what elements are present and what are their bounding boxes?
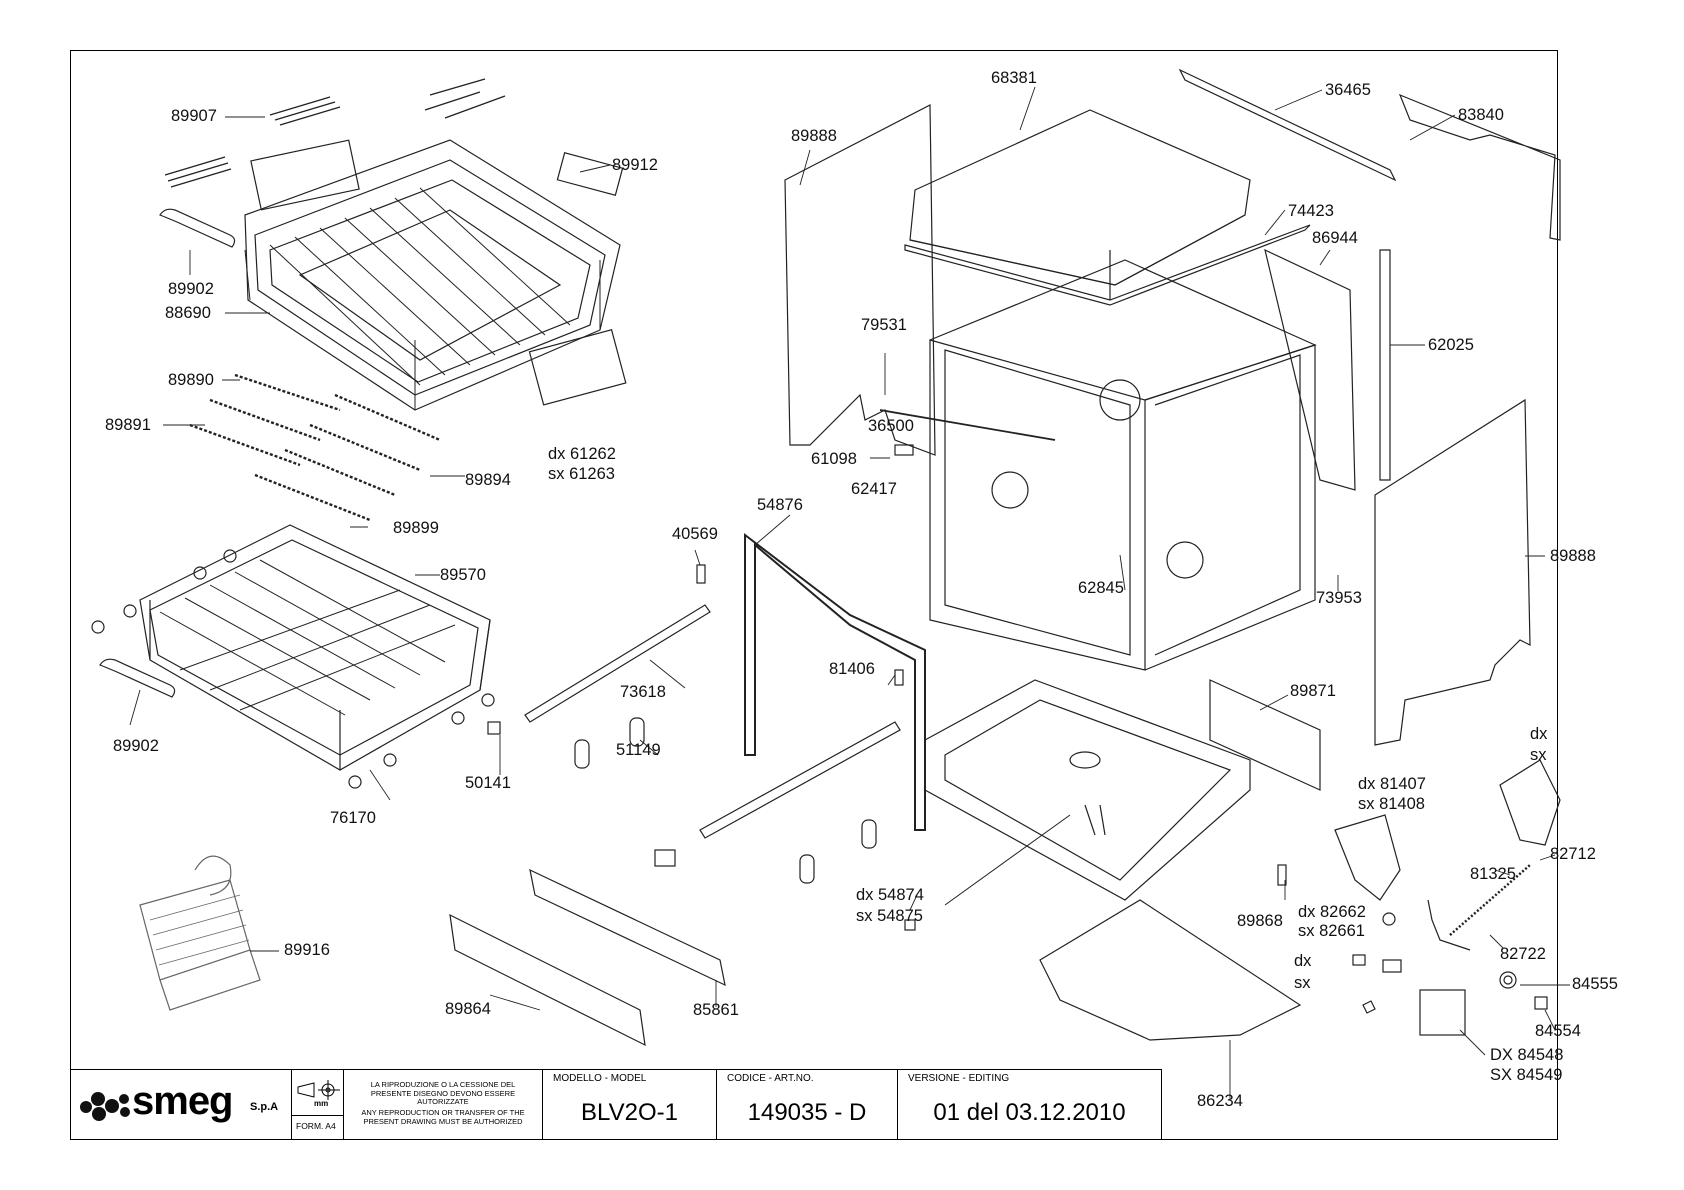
part-label-89871: 89871 (1290, 682, 1336, 700)
code-cell: CODICE - ART.NO. 149035 - D (717, 1069, 898, 1140)
part-label-76170: 76170 (330, 809, 376, 827)
rack-strips-drawing (189, 373, 441, 522)
model-cell: MODELLO - MODEL BLV2O-1 (543, 1069, 717, 1140)
smeg-logo-dots (80, 1092, 130, 1121)
part-label-68381: 68381 (991, 69, 1037, 87)
legal-notice-it: LA RIPRODUZIONE O LA CESSIONE DEL PRESEN… (370, 1080, 516, 1107)
projection-cell: mm FORM. A4 (292, 1069, 344, 1140)
cutlery-basket-drawing (139, 855, 261, 1011)
part-label-89868: 89868 (1237, 912, 1283, 930)
tub-drawing (879, 259, 1317, 671)
part-label-61263: sx 61263 (548, 465, 615, 483)
part-label-89902: 89902 (168, 280, 214, 298)
side-panels-drawing (784, 68, 1561, 746)
part-label-88690: 88690 (165, 304, 211, 322)
part-label-62417: 62417 (851, 480, 897, 498)
smeg-logo: smeg (132, 1079, 233, 1123)
brand-suffix: S.p.A (250, 1101, 279, 1113)
logo-cell: smeg S.p.A (70, 1069, 292, 1140)
part-label-89891: 89891 (105, 416, 151, 434)
hinges-drawing (1277, 759, 1561, 1036)
version-value: 01 del 03.12.2010 (933, 1099, 1126, 1126)
part-label-sx-clip: sx (1294, 974, 1311, 992)
part-label-82712: 82712 (1550, 845, 1596, 863)
part-label-89916: 89916 (284, 941, 330, 959)
part-label-89912: 89912 (612, 156, 658, 174)
projection-symbol-icon (297, 1080, 340, 1100)
version-cell: VERSIONE - EDITING 01 del 03.12.2010 (898, 1069, 1162, 1140)
legal-notice-cell: LA RIPRODUZIONE O LA CESSIONE DEL PRESEN… (344, 1069, 543, 1140)
part-label-50141: 50141 (465, 774, 511, 792)
part-label-83840: 83840 (1458, 106, 1504, 124)
part-label-54875: sx 54875 (856, 907, 923, 925)
part-label-84549: SX 84549 (1490, 1066, 1563, 1084)
part-label-82662: dx 82662 (1298, 903, 1366, 921)
legal-notice-en: ANY REPRODUCTION OR TRANSFER OF THE PRES… (361, 1108, 525, 1126)
part-label-73953: 73953 (1316, 589, 1362, 607)
part-label-81408: sx 81408 (1358, 795, 1425, 813)
part-label-89888-right: 89888 (1550, 547, 1596, 565)
part-label-79531: 79531 (861, 316, 907, 334)
part-label-61262: dx 61262 (548, 445, 616, 463)
part-label-85861: 85861 (693, 1001, 739, 1019)
paper-format: FORM. A4 (296, 1121, 336, 1131)
part-label-54874: dx 54874 (856, 886, 924, 904)
rails-drawing (449, 532, 926, 1047)
part-label-81325: 81325 (1470, 865, 1516, 883)
part-label-82661: sx 82661 (1298, 922, 1365, 940)
part-label-74423: 74423 (1288, 202, 1334, 220)
code-value: 149035 - D (747, 1099, 867, 1126)
part-label-61098: 61098 (811, 450, 857, 468)
part-label-89894: 89894 (465, 471, 511, 489)
part-label-89899: 89899 (393, 519, 439, 537)
part-label-dx-clip: dx (1294, 952, 1312, 970)
part-label-86234: 86234 (1197, 1092, 1243, 1110)
part-label-54876: 54876 (757, 496, 803, 514)
part-label-89902-lower: 89902 (113, 737, 159, 755)
part-label-73618: 73618 (620, 683, 666, 701)
upper-basket-drawing (159, 78, 627, 411)
part-label-36465: 36465 (1325, 81, 1371, 99)
unit-symbol: mm (314, 1099, 329, 1108)
part-label-62845: 62845 (1078, 579, 1124, 597)
version-caption: VERSIONE - EDITING (908, 1073, 1010, 1084)
part-label-84548: DX 84548 (1490, 1046, 1564, 1064)
part-label-82722: 82722 (1500, 945, 1546, 963)
drawing-frame (70, 50, 1558, 1140)
base-drawing (924, 679, 1321, 1041)
part-label-62025: 62025 (1428, 336, 1474, 354)
part-label-84555: 84555 (1572, 975, 1618, 993)
leader-lines (129, 86, 1570, 1100)
part-label-86944: 86944 (1312, 229, 1358, 247)
part-label-81407: dx 81407 (1358, 775, 1426, 793)
part-label-89864: 89864 (445, 1000, 491, 1018)
part-label-40569: 40569 (672, 525, 718, 543)
part-label-81406: 81406 (829, 660, 875, 678)
model-value: BLV2O-1 (581, 1099, 678, 1126)
part-label-dx-hinge: dx (1530, 725, 1548, 743)
top-cover-drawing (904, 109, 1311, 306)
part-label-89570: 89570 (440, 566, 486, 584)
lower-basket-drawing (91, 524, 501, 789)
part-label-36500: 36500 (868, 417, 914, 435)
part-label-89888-left: 89888 (791, 127, 837, 145)
part-label-84554: 84554 (1535, 1022, 1581, 1040)
part-label-89890: 89890 (168, 371, 214, 389)
part-label-89907: 89907 (171, 107, 217, 125)
model-caption: MODELLO - MODEL (553, 1073, 647, 1084)
part-label-51149: 51149 (616, 741, 661, 759)
code-caption: CODICE - ART.NO. (727, 1073, 814, 1084)
title-block: smeg S.p.A mm FORM. A4 LA RIPRODUZIONE O… (70, 1069, 1162, 1140)
part-label-sx-hinge: sx (1530, 746, 1547, 764)
